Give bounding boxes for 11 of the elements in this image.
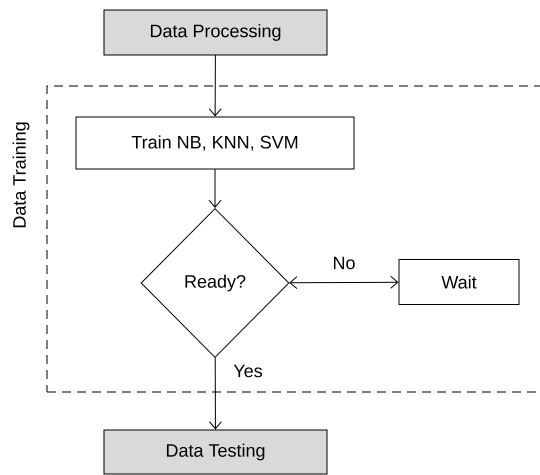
arrow	[208, 55, 222, 116]
process-box: Data Testing	[104, 430, 328, 474]
edge-label: Yes	[232, 364, 264, 378]
node-label: Data Training	[12, 122, 30, 228]
process-box: Train NB, KNN, SVM	[76, 116, 354, 170]
process-box: Wait	[398, 259, 520, 305]
arrow	[208, 169, 222, 208]
arrow	[208, 357, 222, 430]
edge-label: No	[332, 256, 356, 270]
process-box: Data Processing	[104, 10, 328, 56]
arrow	[289, 276, 398, 290]
